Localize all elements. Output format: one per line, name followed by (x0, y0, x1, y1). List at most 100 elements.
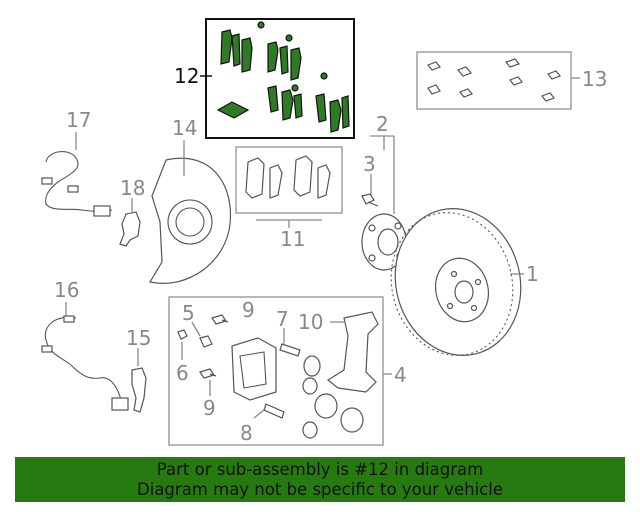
callout-7[interactable]: 7 (276, 307, 289, 331)
callout-3[interactable]: 3 (363, 152, 376, 176)
dust-shield-hole (167, 199, 213, 245)
harness-clip (63, 315, 75, 323)
leader-5 (191, 321, 201, 337)
dust-shield-hole (175, 207, 205, 237)
callout-10[interactable]: 10 (298, 310, 323, 334)
harness-clip (67, 185, 79, 193)
caliper-body-detail (239, 351, 267, 389)
callout-16[interactable]: 16 (54, 278, 79, 302)
callout-14[interactable]: 14 (172, 116, 197, 140)
clip-piece (547, 70, 561, 80)
pad-piece (317, 164, 331, 199)
callout-5[interactable]: 5 (182, 301, 195, 325)
clip-piece (509, 76, 523, 86)
clip-piece (291, 84, 299, 92)
hub-bolt (361, 193, 379, 207)
pad-piece (293, 155, 313, 197)
callout-9-upper[interactable]: 9 (242, 298, 255, 322)
leader-8 (253, 409, 265, 419)
sensor-harness-16-group (41, 302, 129, 411)
callout-18[interactable]: 18 (120, 176, 145, 200)
piston-boot (340, 407, 364, 433)
pad-piece (245, 157, 265, 199)
pad-piece (329, 99, 342, 133)
pad-piece (267, 85, 279, 113)
callout-15[interactable]: 15 (126, 326, 151, 350)
rotor-stud-hole (474, 278, 482, 286)
harness-clip (41, 345, 53, 353)
pin-boot (302, 421, 318, 439)
sensor-harness-17 (45, 151, 113, 213)
dust-shield-group (149, 140, 232, 284)
callout-11[interactable]: 11 (280, 227, 305, 251)
hub-bolt-hole (368, 254, 376, 262)
rotor-vented-edge (390, 212, 514, 356)
pad-piece (231, 33, 241, 67)
leader-11 (256, 219, 322, 228)
caliper-body (231, 337, 277, 401)
pad-piece (220, 29, 233, 65)
rotor-stud-hole (450, 270, 458, 278)
rotor-group (390, 208, 524, 356)
harness-clip (41, 177, 53, 185)
hardware-kit-group (416, 51, 580, 110)
clip-piece (320, 72, 328, 80)
hardware-kit-box (416, 51, 572, 110)
pin-boot (302, 377, 318, 395)
clip-piece (456, 66, 473, 77)
clip-piece (541, 92, 555, 102)
guide-pin (279, 343, 301, 357)
pad-piece (279, 45, 289, 75)
piston-boot (314, 393, 338, 419)
pad-piece (293, 93, 303, 119)
clip-piece (427, 84, 441, 95)
dust-shield (149, 157, 232, 284)
sensor-15-group (131, 348, 147, 413)
sensor-harness-16 (44, 316, 123, 405)
caliper-assembly-group (168, 296, 392, 446)
sensor-harness-17-group (41, 132, 113, 217)
brake-pad-set-group[interactable] (200, 18, 355, 139)
callout-8[interactable]: 8 (240, 421, 253, 445)
pad-piece (267, 41, 279, 73)
sensor-18-group (119, 198, 141, 247)
hub-bolt-hole (368, 224, 376, 232)
pad-piece (341, 95, 350, 129)
callout-17[interactable]: 17 (66, 108, 91, 132)
rotor-stud-hole (470, 304, 478, 312)
harness-connector (93, 205, 111, 217)
pad-piece (315, 93, 327, 123)
clip-piece (459, 88, 473, 98)
callout-1[interactable]: 1 (526, 262, 539, 286)
sensor-18 (119, 211, 141, 247)
pad-piece (269, 164, 283, 199)
footer-line-1: Part or sub-assembly is #12 in diagram (156, 460, 484, 479)
pad-kit-group (235, 146, 343, 228)
clip-piece (504, 58, 521, 68)
pad-piece (241, 37, 253, 73)
guide-pin (263, 403, 285, 419)
shim-piece (216, 101, 250, 119)
clip-piece (427, 61, 441, 71)
sensor-15 (131, 367, 147, 413)
pad-piece (290, 47, 302, 81)
pin-boot (303, 355, 321, 377)
clip-piece (285, 34, 293, 42)
clip-piece (257, 21, 265, 29)
caliper-bolt (199, 368, 217, 379)
callout-2[interactable]: 2 (376, 112, 389, 136)
callout-13[interactable]: 13 (582, 67, 607, 91)
callout-12[interactable]: 12 (174, 64, 199, 88)
callout-4[interactable]: 4 (394, 363, 407, 387)
caliper-bolt (211, 314, 229, 325)
callout-9-lower[interactable]: 9 (203, 396, 216, 420)
pad-kit-box (235, 146, 343, 214)
caliper-assembly-box (168, 296, 384, 446)
harness-connector (111, 397, 129, 411)
footer-line-2: Diagram may not be specific to your vehi… (137, 480, 503, 499)
bleeder-cap (177, 329, 188, 340)
callout-6[interactable]: 6 (176, 361, 189, 385)
rotor-center (454, 280, 474, 304)
hub-bolt-hole (394, 222, 402, 230)
